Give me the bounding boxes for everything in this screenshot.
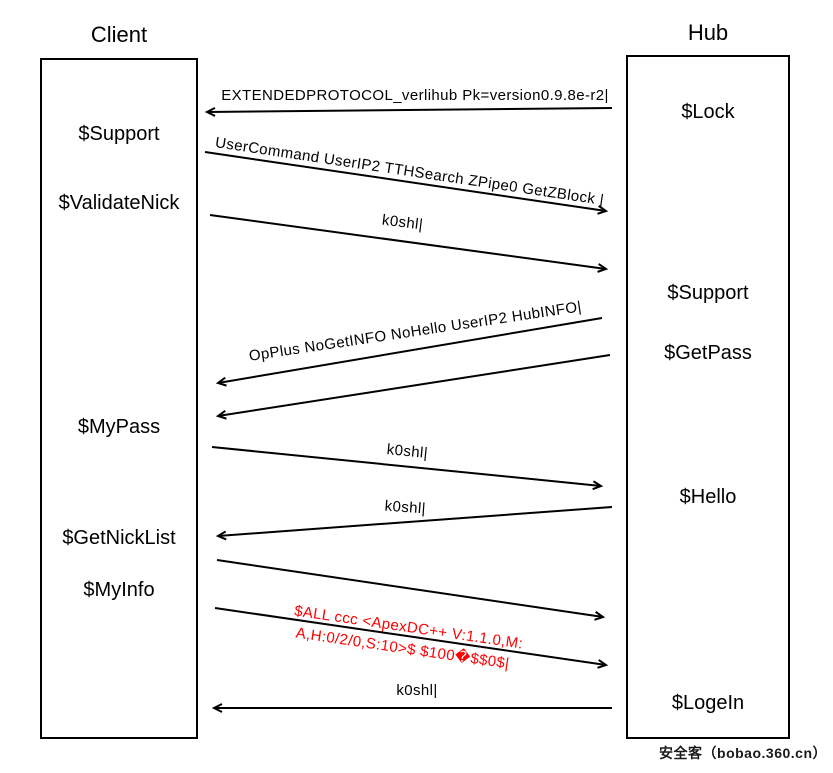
- client-step-mypass: $MyPass: [77, 416, 161, 438]
- message-arrow-6: [211, 446, 604, 491]
- client-step-support: $Support: [78, 123, 160, 145]
- watermark: 安全客（bobao.360.cn）: [659, 745, 827, 761]
- message-arrow-4: [215, 317, 603, 387]
- message-arrow-9: [214, 607, 609, 669]
- message-arrow-3: [209, 214, 609, 273]
- hub-lifeline-box: [626, 55, 790, 739]
- hub-step-hello: $Hello: [679, 486, 737, 508]
- message-arrow-2: [204, 151, 609, 215]
- hub-step-lock: $Lock: [681, 101, 735, 123]
- message-label-3: k0shl|: [381, 212, 424, 234]
- message-arrow-5: [215, 354, 611, 420]
- message-label-1: EXTENDEDPROTOCOL_verlihub Pk=version0.9.…: [221, 87, 609, 104]
- hub-step-logein: $LogeIn: [671, 692, 745, 714]
- message-label-10: k0shl|: [396, 682, 437, 699]
- client-step-getnicklist: $GetNickList: [62, 527, 176, 549]
- message-label-4: OpPlus NoGetINFO NoHello UserIP2 HubINFO…: [248, 298, 583, 365]
- message-label-7: k0shl|: [384, 498, 426, 518]
- message-arrow-8: [216, 559, 606, 621]
- client-lifeline-box: [40, 58, 198, 739]
- hub-title: Hub: [687, 20, 729, 45]
- client-title: Client: [90, 22, 148, 47]
- hub-step-getpass: $GetPass: [664, 342, 752, 364]
- message-arrow-1: [204, 107, 613, 117]
- message-label-2: UserCommand UserIP2 TTHSearch ZPipe0 Get…: [214, 134, 605, 209]
- client-step-myinfo: $MyInfo: [83, 579, 155, 601]
- message-arrow-7: [215, 506, 613, 541]
- hub-step-support: $Support: [667, 282, 749, 304]
- message-label-6: k0shl|: [386, 441, 429, 462]
- client-step-validatenick: $ValidateNick: [58, 192, 180, 214]
